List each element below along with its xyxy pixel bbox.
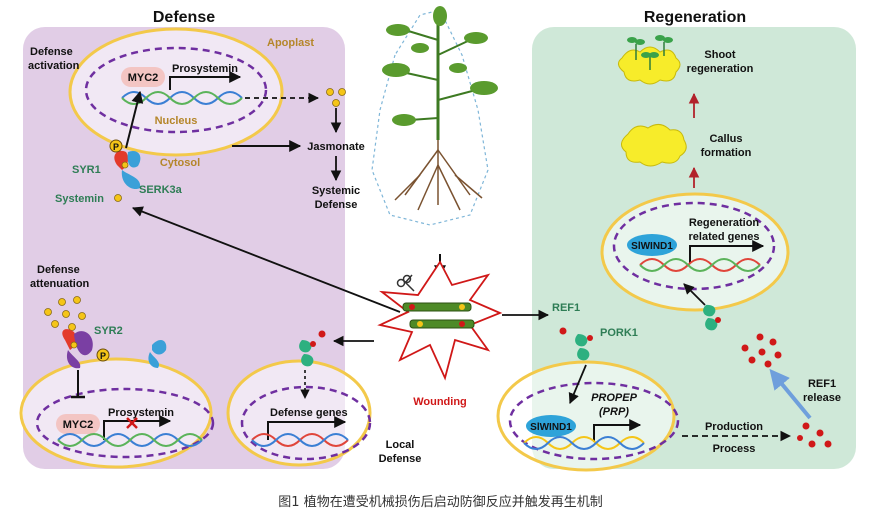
slwind1-top-label: SlWIND1 — [631, 241, 673, 252]
cytosol-label: Cytosol — [160, 157, 200, 169]
pork1-to-wind1-arrow — [568, 364, 587, 404]
wounding-label: Wounding — [413, 396, 467, 408]
regeneration-promoter-arrow — [689, 240, 765, 263]
systemin-dot — [114, 194, 122, 202]
systemin-dots-cluster — [44, 296, 86, 331]
serk3a-label: SERK3a — [139, 184, 183, 196]
prp-label: (PRP) — [599, 406, 629, 418]
myc2-box — [121, 67, 165, 87]
local-defense-cell — [226, 359, 372, 467]
tomato-plant-illustration — [371, 6, 498, 226]
defense-activation-label-1: Defense — [30, 46, 73, 58]
blue-receptor-icon — [148, 339, 167, 368]
wounded-stem-icon — [402, 302, 475, 329]
ref1-release-arrow — [769, 368, 812, 420]
pork1-label: PORK1 — [600, 327, 638, 339]
local-defense-label-2: Defense — [379, 453, 422, 465]
phospho-badge-label: P — [113, 142, 119, 152]
defense-genes-label: Defense genes — [270, 407, 348, 419]
systemin-label: Systemin — [55, 193, 104, 205]
prosystemin-label-2: Prosystemin — [108, 407, 174, 419]
dna-regeneration — [639, 258, 761, 272]
phospho-badge — [109, 139, 123, 153]
production-process-label-2: Process — [713, 443, 756, 455]
defense-attenuation-label-1: Defense — [37, 264, 80, 276]
ref1-release-label-1: REF1 — [808, 378, 836, 390]
prosystemin-promoter-arrow-2 — [103, 415, 172, 440]
production-process-label-1: Production — [705, 421, 763, 433]
dna-top — [121, 91, 243, 105]
shoot-regeneration-icon — [618, 35, 681, 85]
callus-formation-label-1: Callus — [709, 133, 742, 145]
apoplast-label: Apoplast — [267, 37, 314, 49]
defense-activation-label-2: activation — [28, 60, 80, 72]
dna-propep — [523, 436, 645, 450]
phospho-badge-2-label: P — [100, 351, 106, 361]
ref1-dot-left — [318, 330, 326, 338]
slwind1-bottom-badge — [526, 415, 576, 437]
figure-caption: 图1 植物在遭受机械损伤后启动防御反应并触发再生机制 — [278, 495, 603, 510]
phospho-badge-2 — [96, 348, 110, 362]
callus-formation-label-2: formation — [701, 147, 752, 159]
myc2-label-2: MYC2 — [63, 419, 94, 431]
blocked-cross-icon — [126, 417, 138, 429]
ref1-dots-cluster — [741, 333, 782, 368]
syr2-receptor-icon — [62, 329, 93, 369]
scissors-icon — [396, 274, 415, 292]
propep-label: PROPEP — [591, 392, 638, 404]
syr1-receptor-icon — [114, 150, 141, 190]
ref1-dot — [559, 327, 567, 335]
dna-bottom-left — [57, 433, 203, 447]
defense-heading: Defense — [153, 9, 215, 26]
myc2-label: MYC2 — [128, 72, 159, 84]
pork1-receptor-icon — [575, 334, 593, 361]
shoot-regeneration-label-1: Shoot — [704, 49, 735, 61]
callus-icon — [621, 124, 687, 167]
ref1-release-label-2: release — [803, 392, 841, 404]
jasmonate-label: Jasmonate — [307, 141, 364, 153]
defense-activation-cell — [68, 27, 284, 157]
propep-cell — [496, 360, 680, 472]
pork1-receptor-top-icon — [703, 304, 721, 331]
ref1-label: REF1 — [552, 302, 580, 314]
nucleus-label: Nucleus — [155, 115, 198, 127]
attenuation-cell — [19, 357, 215, 469]
syr2-label: SYR2 — [94, 325, 123, 337]
green-receptor-icon — [299, 340, 316, 367]
syr1-to-myc2-arrow — [125, 90, 144, 149]
local-defense-label-1: Local — [386, 439, 415, 451]
shoot-regeneration-label-2: regeneration — [687, 63, 754, 75]
slwind1-top-badge — [627, 234, 677, 256]
ref1-dots-bottom — [797, 422, 832, 448]
regeneration-genes-label-2: related genes — [689, 231, 760, 243]
regeneration-genes-label-1: Regeneration — [689, 217, 760, 229]
myc2-box-2 — [56, 414, 100, 434]
systemic-defense-label-1: Systemic — [312, 185, 360, 197]
slwind1-bottom-label: SlWIND1 — [530, 422, 572, 433]
syr1-label: SYR1 — [72, 164, 101, 176]
dna-bottom-center — [251, 433, 349, 447]
regeneration-cell — [600, 192, 790, 312]
wound-to-systemin-arrow — [131, 206, 401, 313]
systemic-defense-label-2: Defense — [315, 199, 358, 211]
propep-promoter-arrow — [593, 419, 642, 442]
defense-attenuation-label-2: attenuation — [30, 278, 90, 290]
receptor-to-wind1-arrow — [683, 283, 706, 306]
systemin-dots-top — [326, 88, 346, 107]
prosystemin-label: Prosystemin — [172, 63, 238, 75]
regeneration-heading: Regeneration — [644, 9, 746, 26]
prosystemin-promoter-arrow — [169, 71, 242, 90]
